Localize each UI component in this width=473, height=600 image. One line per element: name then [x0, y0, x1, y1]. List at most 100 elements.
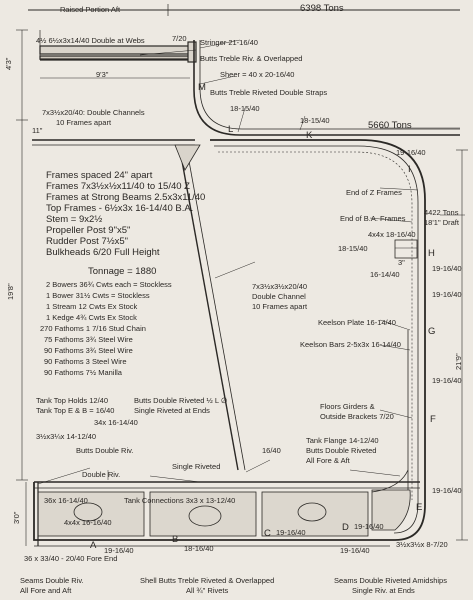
tonnage-row: 90 Fathoms 7½ Manilla	[44, 368, 122, 377]
draft-label: 18'1" Draft	[424, 218, 459, 227]
tons-right-label: 4422 Tons	[424, 208, 459, 217]
spec-line-5: Stem = 9x2½	[46, 214, 103, 225]
frac-16-40: 16/40	[262, 446, 281, 455]
label-l: L	[228, 124, 234, 135]
raised-portion-label: Raised Portion Aft	[60, 5, 121, 14]
tonnage-row: 270 Fathoms 1 7/16 Stud Chain	[40, 324, 146, 333]
frac-36: 36x 16-14/40	[44, 496, 88, 505]
tonnage-title: Tonnage = 1880	[88, 266, 157, 277]
label-c: C	[264, 528, 271, 539]
h-right-frac: 19-16/40	[432, 264, 462, 273]
sheer-label: Sheer = 40 x 20-16/40	[220, 70, 295, 79]
h-bot-frac: 16-14/40	[370, 270, 400, 279]
dim-11: 11"	[32, 126, 43, 135]
tonnage-row: 2 Bowers 36¾ Cwts each = Stockless	[46, 280, 172, 289]
tons-mid-label: 5660 Tons	[368, 120, 412, 131]
spec-line-3: Frames at Strong Beams 2.5x3x11/40	[46, 192, 206, 203]
d-frac: 19-16/40	[354, 522, 384, 531]
stringer-angle	[187, 41, 197, 63]
floor-plate-b	[149, 491, 257, 537]
outside-brackets: Outside Brackets 7/20	[320, 412, 394, 421]
b-frac: 18-16/40	[184, 544, 214, 553]
label-h: H	[428, 248, 435, 259]
floor-plate-a	[37, 491, 145, 537]
dim-4-3: 4'3"	[4, 57, 13, 70]
double-at-webs-label: 4½ 6½x3x14/40 Double at Webs	[36, 36, 145, 45]
spec-line-7: Rudder Post 7½x5"	[46, 236, 129, 247]
tank-flange: Tank Flange 14-12/40	[306, 436, 379, 445]
floor-plate-c	[261, 491, 369, 537]
label-f: F	[430, 414, 436, 425]
spec-line-8: Bulkheads 6/20 Full Height	[46, 247, 160, 258]
h-angle: 4x4x 18-16/40	[368, 230, 416, 239]
single-at-ends: Single Riveted at Ends	[134, 406, 210, 415]
channel-label-2: Double Channel	[252, 292, 306, 301]
keelson-bars: Keelson Bars 2-5x3x 16-14/40	[300, 340, 401, 349]
d-below-frac: 19-16/40	[340, 546, 370, 555]
tonnage-row: 90 Fathoms 3 Steel Wire	[44, 357, 127, 366]
all-fore-aft: All Fore & Aft	[306, 456, 350, 465]
tank-top-holds: Tank Top Holds 12/40	[36, 396, 108, 405]
k-frac: 18-15/40	[300, 116, 330, 125]
shell-butts-2: All ¾" Rivets	[186, 586, 229, 595]
spec-line-2: Frames 7x3½x½x11/40 to 15/40 Z	[46, 181, 190, 192]
seams-left-1: Seams Double Riv.	[20, 576, 84, 585]
label-m: M	[198, 82, 206, 93]
angle-right: 3½x3½x 8-7/20	[396, 540, 448, 549]
dim-19-8: 19'8"	[6, 283, 15, 300]
label-i: I	[408, 164, 411, 175]
tonnage-row: 90 Fathoms 3¾ Steel Wire	[44, 346, 133, 355]
label-d: D	[342, 522, 349, 533]
keelson-plate: Keelson Plate 16-14/40	[318, 318, 396, 327]
hull-bilge-side	[210, 139, 426, 541]
label-b: B	[172, 534, 179, 545]
end-z-frames: End of Z Frames	[346, 188, 402, 197]
angle-3-5: 3½x3¼x 14-12/40	[36, 432, 97, 441]
tonnage-row: 1 Bower 31½ Cwts = Stockless	[46, 291, 150, 300]
upper-deck-plate	[39, 45, 191, 55]
i-frac: 19-16/40	[396, 148, 426, 157]
butts-double-half: Butts Double Riveted ½ L ∅	[134, 396, 228, 405]
flange-butts: Butts Double Riveted	[306, 446, 377, 455]
tons-top-label: 6398 Tons	[300, 3, 344, 14]
seams-left-2: All Fore and Aft	[20, 586, 72, 595]
keelson-bracket	[394, 239, 418, 259]
angle-34: 34x 16-14/40	[94, 418, 138, 427]
a-frac: 19-16/40	[104, 546, 134, 555]
l-frac: 18-15/40	[230, 104, 260, 113]
channel-label-3: 10 Frames apart	[252, 302, 308, 311]
label-a: A	[90, 540, 97, 551]
hull-upper-turn	[193, 40, 460, 136]
spec-line-4: Top Frames - 6½x3x 16-14/40 B.A.	[46, 203, 194, 214]
stringer-label: Stringer 21-16/40	[200, 38, 258, 47]
dim-3: 3"	[398, 258, 405, 267]
f-right-frac: 19-16/40	[432, 376, 462, 385]
butts-treble-overlapped: Butts Treble Riv. & Overlapped	[200, 54, 303, 63]
dim-3-0: 3'0"	[12, 511, 21, 524]
tank-top-e: Tank Top E & B = 16/40	[36, 406, 115, 415]
ten-frames-label: 10 Frames apart	[56, 118, 112, 127]
end-ba-frames: End of B.A. Frames	[340, 214, 406, 223]
angle-4x4: 4x4x 16-16/40	[64, 518, 112, 527]
spec-line-1: Frames spaced 24" apart	[46, 170, 153, 181]
tonnage-row: 75 Fathoms 3¾ Steel Wire	[44, 335, 133, 344]
label-k: K	[306, 130, 313, 141]
channel-label-1: 7x3½x3½x20/40	[252, 282, 308, 291]
frac-7-20: 7/20	[172, 34, 187, 43]
tonnage-row: 1 Kedge 4¾ Cwts Ex Stock	[46, 313, 137, 322]
double-bottom-shell	[33, 482, 395, 541]
g-right-frac: 19-16/40	[432, 290, 462, 299]
floors-girders: Floors Girders &	[320, 402, 375, 411]
tonnage-row: 1 Stream 12 Cwts Ex Stock	[46, 302, 138, 311]
dim-21-9: 21'9"	[454, 353, 463, 370]
channels-label: 7x3½x20/40: Double Channels	[42, 108, 145, 117]
dim-9-3: 9'3"	[96, 70, 109, 79]
label-e: E	[416, 502, 423, 513]
butts-treble-straps: Butts Treble Riveted Double Straps	[210, 88, 328, 97]
seams-right-1: Seams Double Riveted Amidships	[334, 576, 447, 585]
c-frac: 19-16/40	[276, 528, 306, 537]
spec-line-6: Propeller Post 9"x5"	[46, 225, 131, 236]
h-left-frac: 18-15/40	[338, 244, 368, 253]
shell-butts-1: Shell Butts Treble Riveted & Overlapped	[140, 576, 275, 585]
